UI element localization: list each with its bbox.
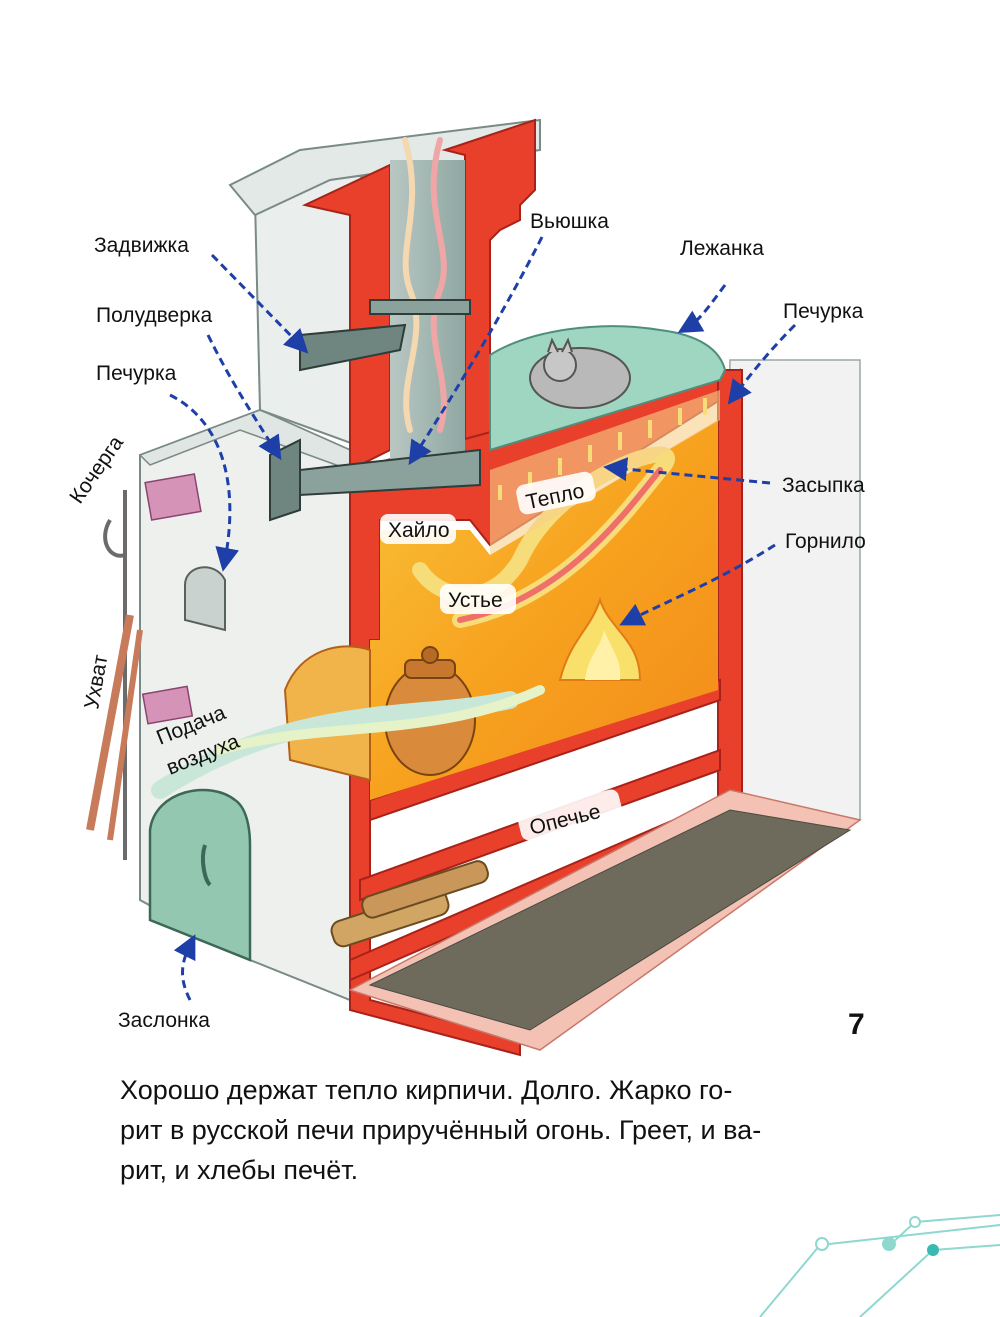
paragraph-line: рит, и хлебы печёт. <box>120 1155 359 1185</box>
pechurka-niche <box>184 566 226 632</box>
label-zasypka: Засыпка <box>782 474 865 497</box>
corner-decoration <box>759 1214 1000 1317</box>
zadvizhka-plate <box>299 299 471 372</box>
paragraph-line: рит в русской печи приручённый огонь. Гр… <box>120 1115 762 1145</box>
label-lezhanka: Лежанка <box>680 237 764 260</box>
brick-patches <box>141 473 202 725</box>
label-pechurka-right: Печурка <box>783 300 864 323</box>
cat-icon <box>529 337 631 409</box>
kocherga-icon <box>103 490 127 860</box>
heat-up-arrows <box>498 398 707 500</box>
inner-label-khailo: Хайло <box>380 514 456 544</box>
fire-icon <box>558 596 642 681</box>
label-ukhvat: Ухват <box>80 653 112 711</box>
inner-label-ustye: Устье <box>440 584 516 614</box>
smoke-wisps <box>402 137 447 433</box>
firewood-icon <box>330 860 489 948</box>
body-paragraph: Хорошо держат тепло кирпичи. Долго. Жарк… <box>120 1070 880 1190</box>
label-gornilo: Горнило <box>785 530 866 553</box>
label-kocherga: Кочерга <box>65 432 128 508</box>
inner-label-teplo: Тепло <box>516 471 596 515</box>
label-zaslonka: Заслонка <box>118 1009 210 1032</box>
label-vyushka: Вьюшка <box>530 210 609 233</box>
label-pechurka-left: Печурка <box>96 362 177 385</box>
ukhvat-icon <box>86 614 143 841</box>
label-zadvizhka: Задвижка <box>94 234 189 257</box>
label-khailo: Хайло <box>388 519 450 542</box>
air-supply-arrows <box>151 685 545 799</box>
label-poludverka: Полудверка <box>96 304 213 327</box>
page-number: 7 <box>848 1008 865 1041</box>
inner-label-opechye: Опечье <box>517 789 623 841</box>
leader-arrows <box>169 236 797 1001</box>
label-ustye: Устье <box>448 589 503 612</box>
paragraph-line: Хорошо держат тепло кирпичи. Долго. Жарк… <box>120 1075 733 1105</box>
zaslonka-door <box>148 788 252 962</box>
